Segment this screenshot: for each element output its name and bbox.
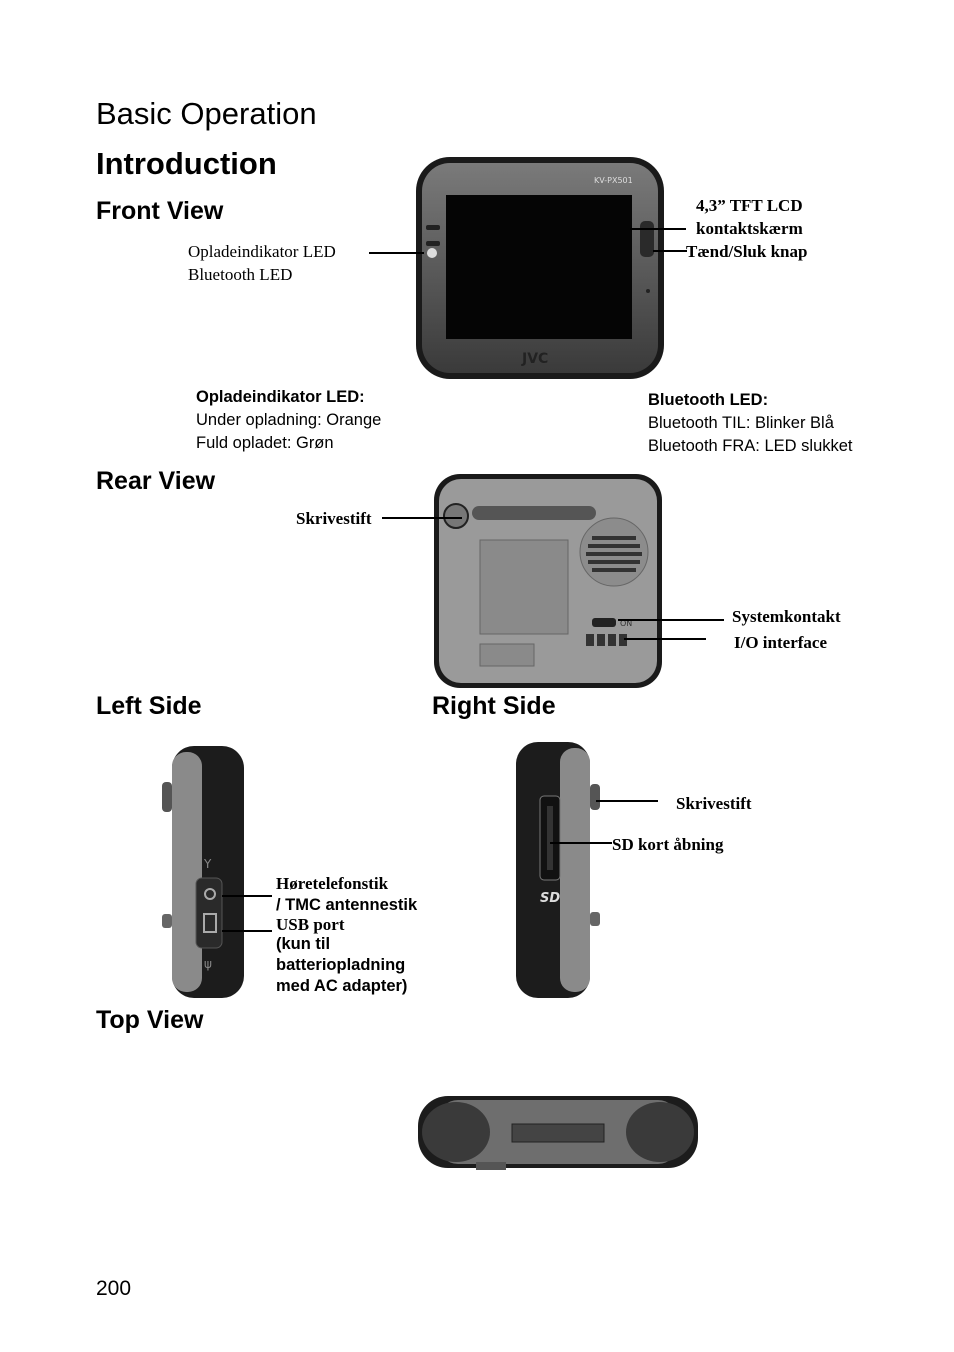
device-brand-text: JVC: [521, 351, 548, 367]
top-view-device-image: [418, 1096, 698, 1170]
switch-on-text: ON: [620, 619, 632, 628]
usb-note-line2: batteriopladning: [276, 956, 406, 974]
page-number: 200: [96, 1277, 132, 1300]
usb-note-line3: med AC adapter): [276, 977, 408, 995]
label-sd-slot: SD kort åbning: [612, 835, 724, 854]
label-bluetooth-led: Bluetooth LED: [188, 265, 293, 284]
charge-led-full: Fuld opladet: Grøn: [196, 434, 334, 452]
label-io-interface: I/O interface: [734, 633, 827, 652]
label-tmc-antenna: / TMC antennestik: [276, 896, 418, 914]
label-headphone-jack: Høretelefonstik: [276, 874, 389, 893]
label-power-button: Tænd/Sluk knap: [686, 242, 808, 261]
left-side-heading: Left Side: [96, 692, 202, 720]
right-side-heading: Right Side: [432, 692, 556, 720]
label-charge-led: Opladeindikator LED: [188, 242, 336, 261]
label-lcd-line1: 4,3” TFT LCD: [696, 196, 803, 215]
label-usb-port: USB port: [276, 915, 345, 934]
section-title: Basic Operation: [96, 96, 317, 131]
page-title: Introduction: [96, 146, 277, 181]
label-system-switch: Systemkontakt: [732, 607, 841, 626]
bt-led-off: Bluetooth FRA: LED slukket: [648, 437, 853, 455]
right-side-device-image: SD: [516, 742, 600, 998]
label-rear-stylus: Skrivestift: [296, 509, 372, 528]
usb-note-line1: (kun til: [276, 935, 331, 953]
label-lcd-line2: kontaktskærm: [696, 219, 803, 238]
svg-text:ψ: ψ: [204, 957, 212, 971]
charge-led-title: Opladeindikator LED:: [196, 388, 365, 406]
sd-logo-text: SD: [540, 891, 560, 906]
device-model-text: KV-PX501: [594, 176, 633, 185]
front-view-heading: Front View: [96, 197, 224, 225]
rear-view-heading: Rear View: [96, 467, 216, 495]
left-side-device-image: Y ψ: [162, 746, 244, 998]
bt-led-on: Bluetooth TIL: Blinker Blå: [648, 414, 834, 432]
label-right-stylus: Skrivestift: [676, 794, 752, 813]
charge-led-charging: Under opladning: Orange: [196, 411, 382, 429]
front-view-device-image: KV-PX501 JVC: [416, 157, 664, 379]
svg-text:Y: Y: [203, 857, 212, 871]
top-view-heading: Top View: [96, 1006, 204, 1034]
rear-view-device-image: ON: [434, 474, 662, 688]
bt-led-title: Bluetooth LED:: [648, 391, 769, 409]
